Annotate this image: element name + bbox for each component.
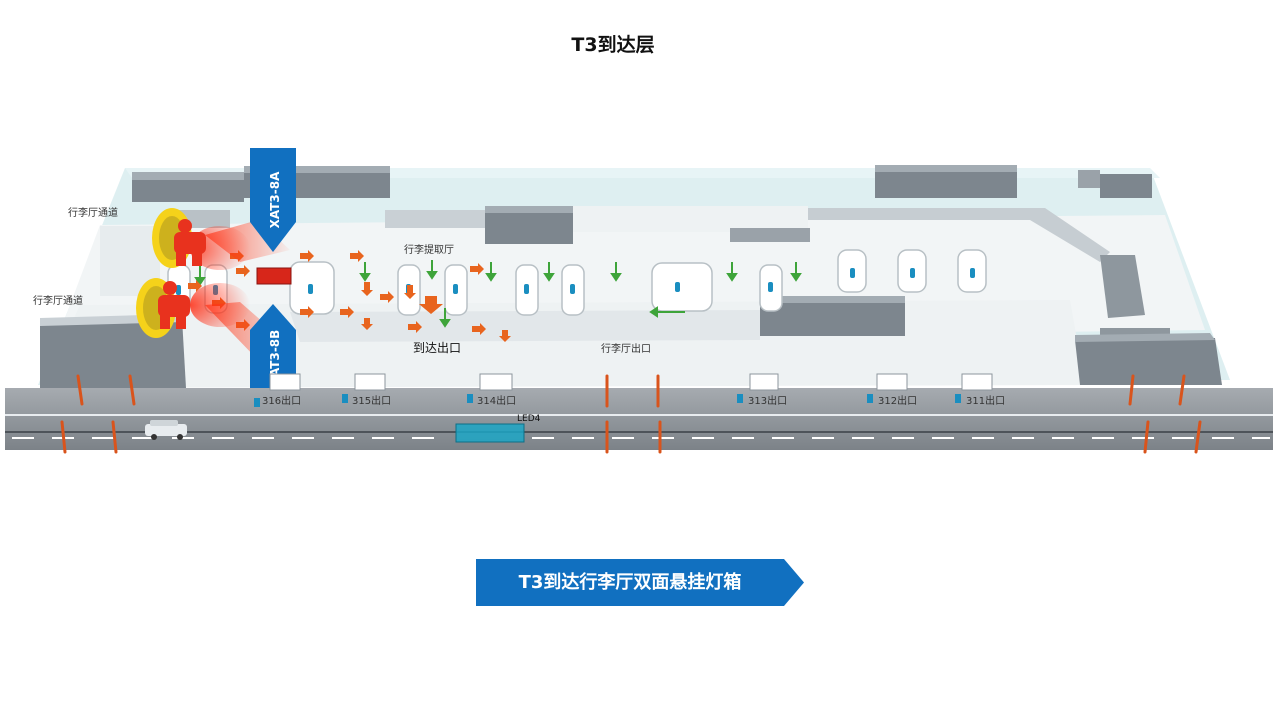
label-exit-311: 311出口 (966, 394, 1005, 407)
diagram-labels: 行李厅通道 行李厅通道 行李提取厅 到达出口 行李厅出口 LED4 316出口 … (33, 206, 1005, 424)
label-exit-316: 316出口 (262, 394, 301, 407)
label-arrival-exit: 到达出口 (413, 341, 461, 355)
svg-text:XAT3-8A: XAT3-8A (268, 171, 282, 228)
label-baggage-hall-exit: 行李厅出口 (601, 342, 651, 355)
person-figure-top (152, 208, 206, 268)
vehicle (145, 420, 187, 440)
label-led: LED4 (517, 414, 541, 424)
light-box-sign (256, 267, 292, 285)
orange-poles (60, 374, 1202, 454)
title-banner: T3到达行李厅双面悬挂灯箱 (476, 559, 804, 606)
label-exit-313: 313出口 (748, 394, 787, 407)
person-figure-bottom (136, 278, 190, 338)
label-baggage-channel-top: 行李厅通道 (68, 206, 118, 219)
label-exit-312: 312出口 (878, 394, 917, 407)
svg-text:XAT3-8B: XAT3-8B (268, 330, 282, 387)
green-flow-arrows (194, 260, 802, 328)
page-title: T3到达层 (571, 34, 655, 56)
road (5, 388, 1273, 450)
label-exit-315: 315出口 (352, 394, 391, 407)
label-baggage-claim-hall: 行李提取厅 (404, 243, 454, 256)
banner-text: T3到达行李厅双面悬挂灯箱 (518, 572, 742, 593)
label-baggage-channel-bottom: 行李厅通道 (33, 294, 83, 307)
marker-xat3-8a: XAT3-8A (250, 148, 296, 252)
exit-markers (254, 394, 961, 407)
exit-doors (269, 373, 993, 391)
label-exit-314: 314出口 (477, 394, 516, 407)
